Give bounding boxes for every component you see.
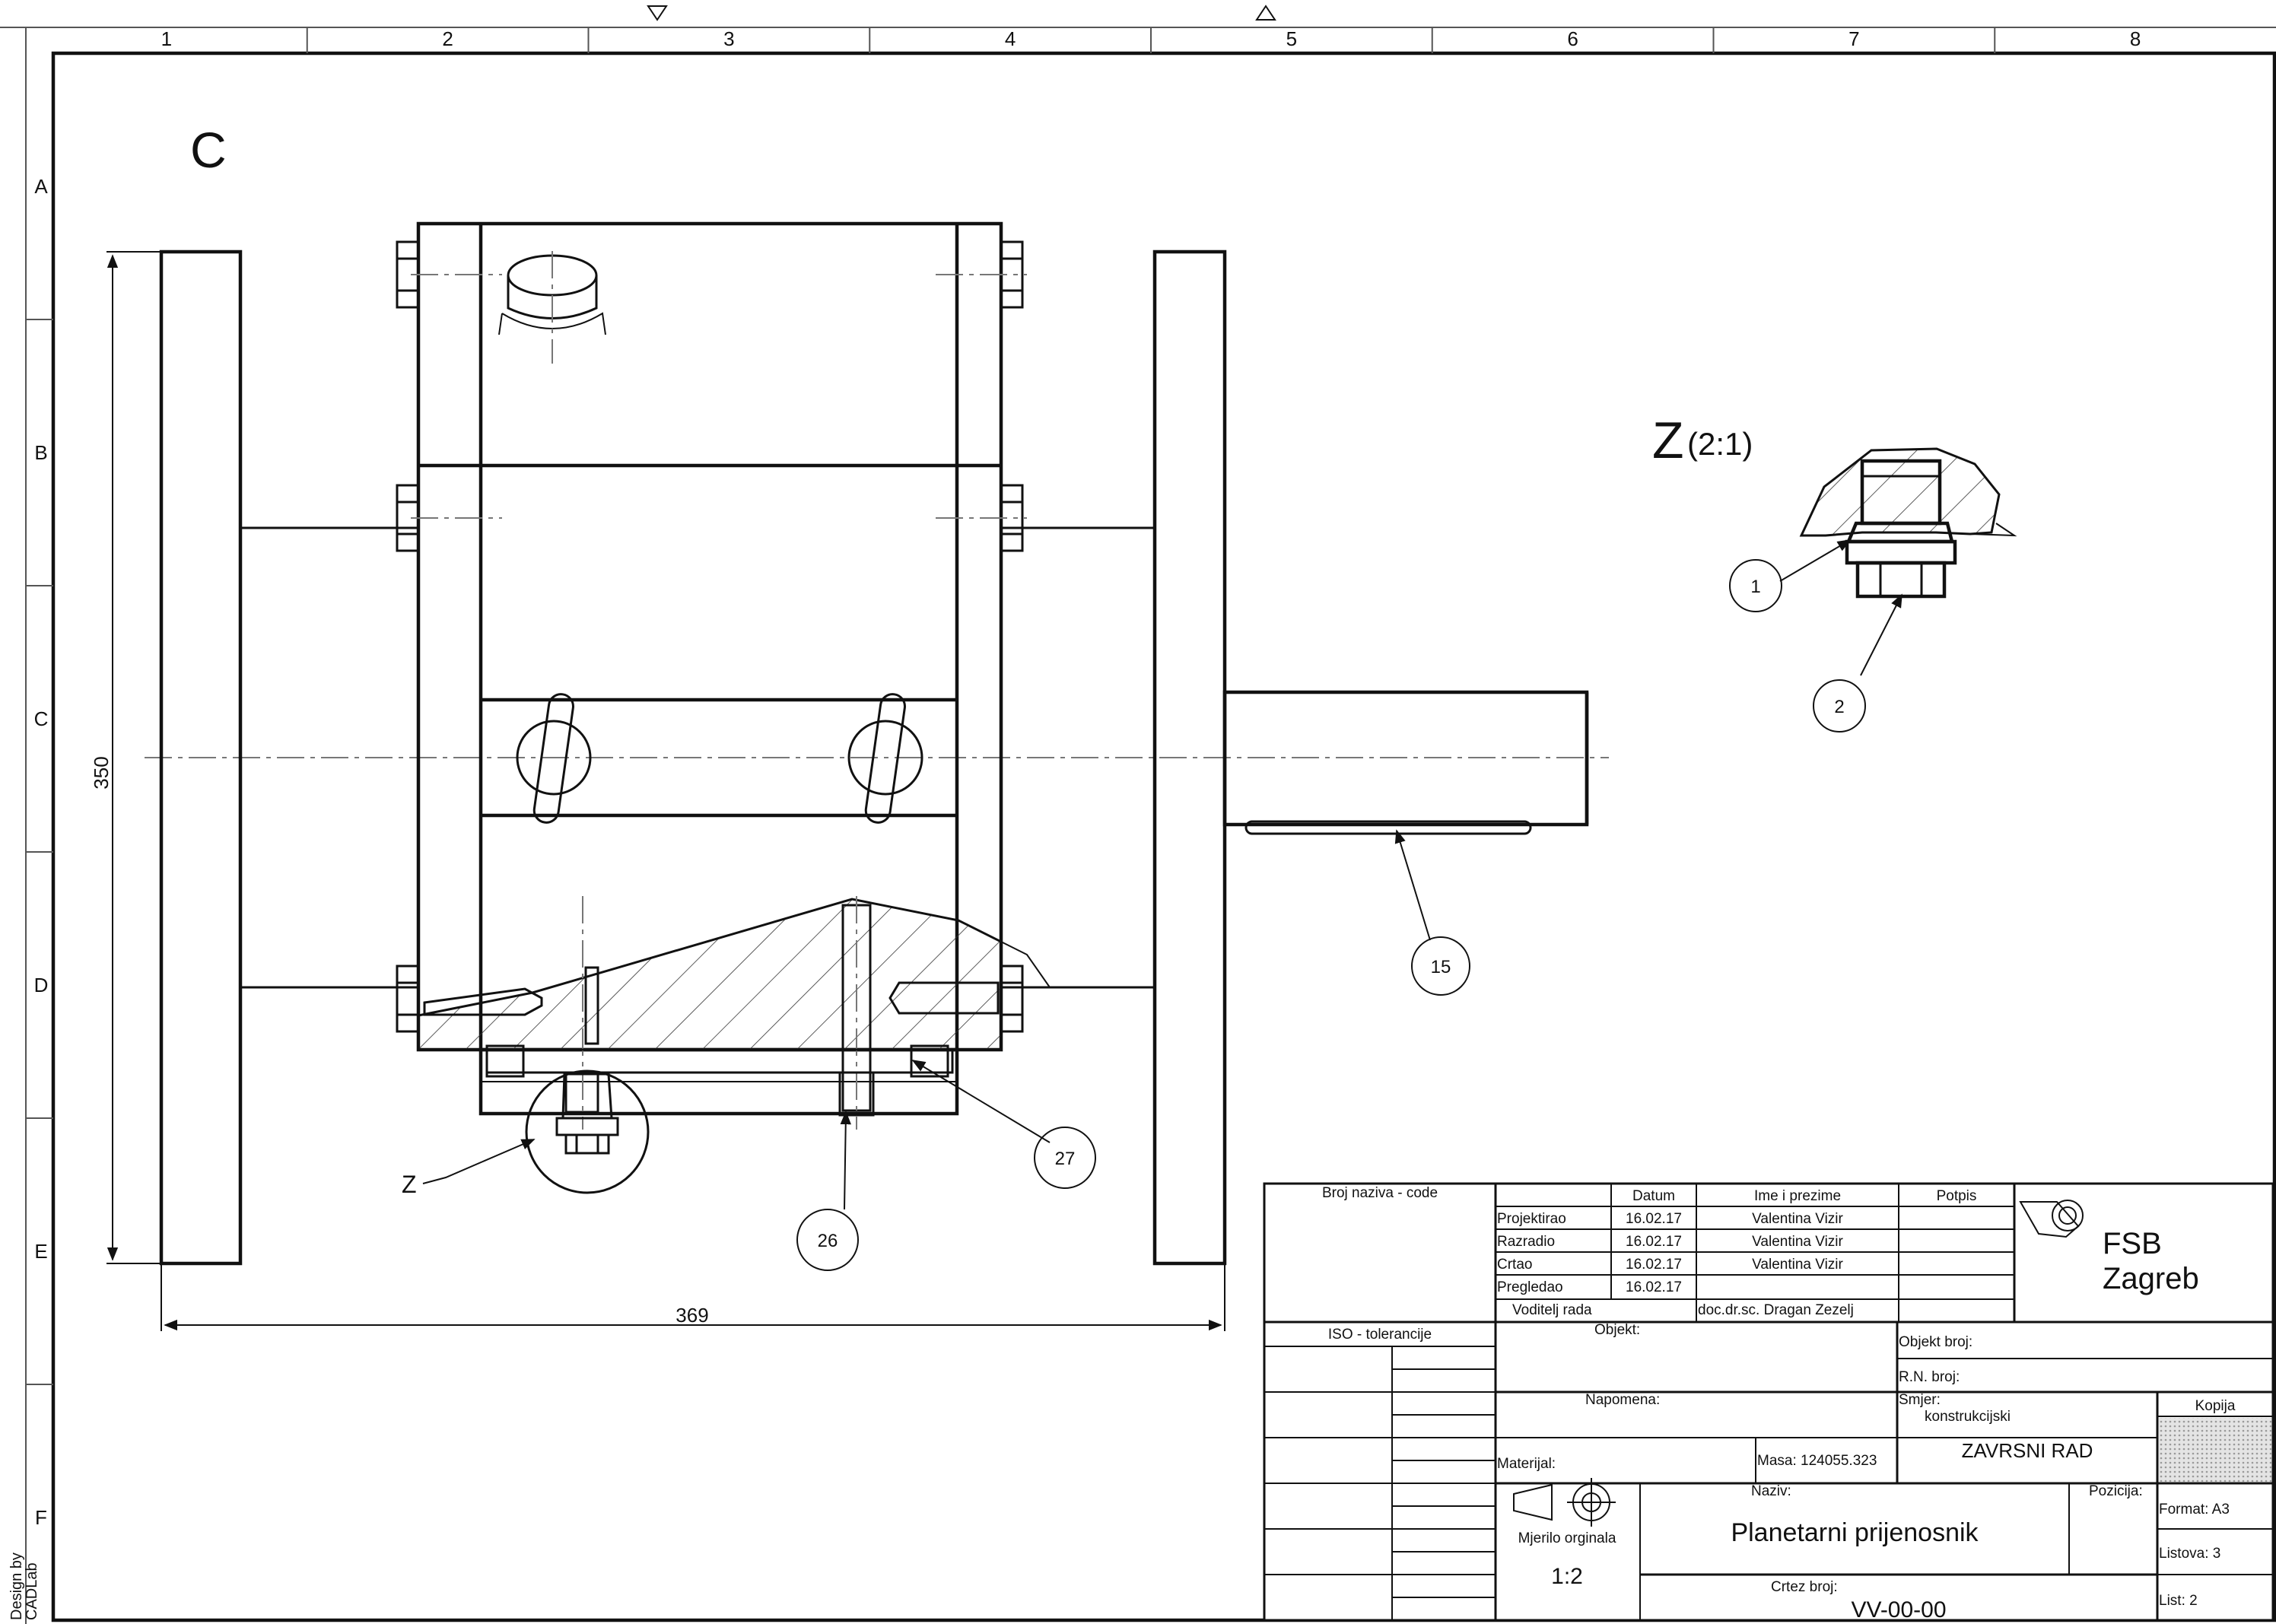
date-0: 16.02.17 <box>1626 1211 1682 1227</box>
date-3: 16.02.17 <box>1626 1279 1682 1295</box>
code-label: Broj naziva - code <box>1322 1185 1438 1201</box>
name-2: Valentina Vizir <box>1752 1257 1843 1273</box>
detail-z-circle <box>525 1069 650 1194</box>
title-block-text: Broj naziva - code Datum Ime i prezime P… <box>1322 1185 2236 1609</box>
grid-column-5: 5 <box>1286 27 1297 50</box>
dimension-height-value: 350 <box>90 756 113 789</box>
logo-fsb: FSB <box>2103 1227 2162 1260</box>
supervisor-name: doc.dr.sc. Dragan Zezelj <box>1698 1302 1854 1318</box>
work-type: ZAVRSNI RAD <box>1962 1439 2093 1462</box>
object-label: Objekt: <box>1594 1322 1640 1338</box>
grid-row-D: D <box>34 974 49 996</box>
svg-text:2: 2 <box>1834 697 1844 717</box>
grid-column-2: 2 <box>442 27 453 50</box>
balloon-27: 27 <box>1034 1127 1096 1189</box>
planetary-gearbox-section-view <box>145 221 1609 1266</box>
position-label: Pozicija: <box>2089 1483 2143 1499</box>
header-name: Ime i prezime <box>1754 1188 1841 1204</box>
role-2: Crtao <box>1497 1257 1532 1273</box>
dimension-height <box>106 251 161 1264</box>
grid-row-C: C <box>34 707 49 730</box>
detail-callout-letter: Z <box>402 1171 417 1198</box>
detail-view-scale: (2:1) <box>1687 426 1753 462</box>
scale-label: Mjerilo orginala <box>1518 1530 1616 1546</box>
svg-text:27: 27 <box>1055 1149 1076 1169</box>
grid-row-B: B <box>34 441 47 464</box>
direction-value: konstrukcijski <box>1925 1409 2011 1425</box>
grid-column-numbers: 1 2 3 4 5 6 7 8 <box>161 27 2141 50</box>
left-flange <box>159 249 243 1266</box>
note-label: Napomena: <box>1585 1392 1660 1408</box>
balloon-2: 2 <box>1813 679 1866 733</box>
grid-column-3: 3 <box>723 27 734 50</box>
scale-value: 1:2 <box>1551 1564 1583 1589</box>
drawing-number: VV-00-00 <box>1851 1597 1946 1622</box>
grid-row-letters: A B C D E F <box>34 175 49 1529</box>
name-label: Naziv: <box>1751 1483 1791 1499</box>
sheets-total: Listova: 3 <box>2159 1546 2220 1562</box>
svg-text:15: 15 <box>1431 957 1451 977</box>
projection-symbol-icon <box>1513 1478 1616 1527</box>
header-sign: Potpis <box>1937 1188 1977 1204</box>
name-0: Valentina Vizir <box>1752 1211 1843 1227</box>
grid-row-A: A <box>34 175 48 198</box>
object-number-label: Objekt broj: <box>1899 1334 1972 1350</box>
grid-column-7: 7 <box>1848 27 1859 50</box>
title-block <box>1263 1182 2274 1622</box>
dimension-width-value: 369 <box>675 1304 708 1327</box>
grid-column-8: 8 <box>2130 27 2141 50</box>
mass-label: Masa: 124055.323 <box>1757 1453 1877 1469</box>
planet-pins <box>516 693 923 824</box>
section-view-label: C <box>190 122 227 178</box>
role-1: Razradio <box>1497 1234 1555 1250</box>
hatched-section <box>417 898 1003 1051</box>
sheet-frame <box>0 5 2276 1624</box>
grid-column-4: 4 <box>1005 27 1016 50</box>
output-shaft <box>1222 690 1589 835</box>
name-1: Valentina Vizir <box>1752 1234 1843 1250</box>
grid-row-E: E <box>34 1240 47 1263</box>
grid-column-6: 6 <box>1567 27 1578 50</box>
drain-bolt <box>555 1073 619 1155</box>
balloon-15: 15 <box>1411 936 1470 996</box>
header-datum: Datum <box>1632 1188 1675 1204</box>
detail-view-title: Z (2:1) <box>1652 412 1753 469</box>
direction-label: Smjer: <box>1899 1392 1941 1408</box>
grid-row-F: F <box>35 1506 47 1529</box>
sheet-number: List: 2 <box>2159 1593 2198 1609</box>
supervisor-label: Voditelj rada <box>1512 1302 1592 1318</box>
svg-text:1: 1 <box>1750 577 1760 597</box>
balloon-1: 1 <box>1729 559 1782 612</box>
rn-label: R.N. broj: <box>1899 1369 1960 1385</box>
design-credit: Design byCADLab <box>8 1552 40 1620</box>
dimension-width <box>161 1263 1225 1331</box>
detail-view-z <box>1799 447 2017 599</box>
filler-cap <box>498 251 606 364</box>
balloon-26: 26 <box>796 1209 859 1271</box>
svg-text:26: 26 <box>818 1231 838 1251</box>
drawing-title: Planetarni prijenosnik <box>1731 1518 1979 1547</box>
date-2: 16.02.17 <box>1626 1257 1682 1273</box>
date-1: 16.02.17 <box>1626 1234 1682 1250</box>
drawing-number-label: Crtez broj: <box>1771 1579 1838 1595</box>
grid-column-1: 1 <box>161 27 172 50</box>
copy-label: Kopija <box>2195 1398 2236 1414</box>
copy-shaded-box <box>2159 1418 2271 1482</box>
fsb-logo: FSB Zagreb <box>2019 1200 2199 1295</box>
format-label: Format: A3 <box>2159 1502 2230 1518</box>
iso-label: ISO - tolerancije <box>1328 1327 1432 1343</box>
role-0: Projektirao <box>1497 1211 1566 1227</box>
role-3: Pregledao <box>1497 1279 1563 1295</box>
material-label: Materijal: <box>1497 1456 1556 1472</box>
detail-view-letter: Z <box>1652 412 1684 469</box>
logo-zagreb: Zagreb <box>2103 1262 2199 1295</box>
